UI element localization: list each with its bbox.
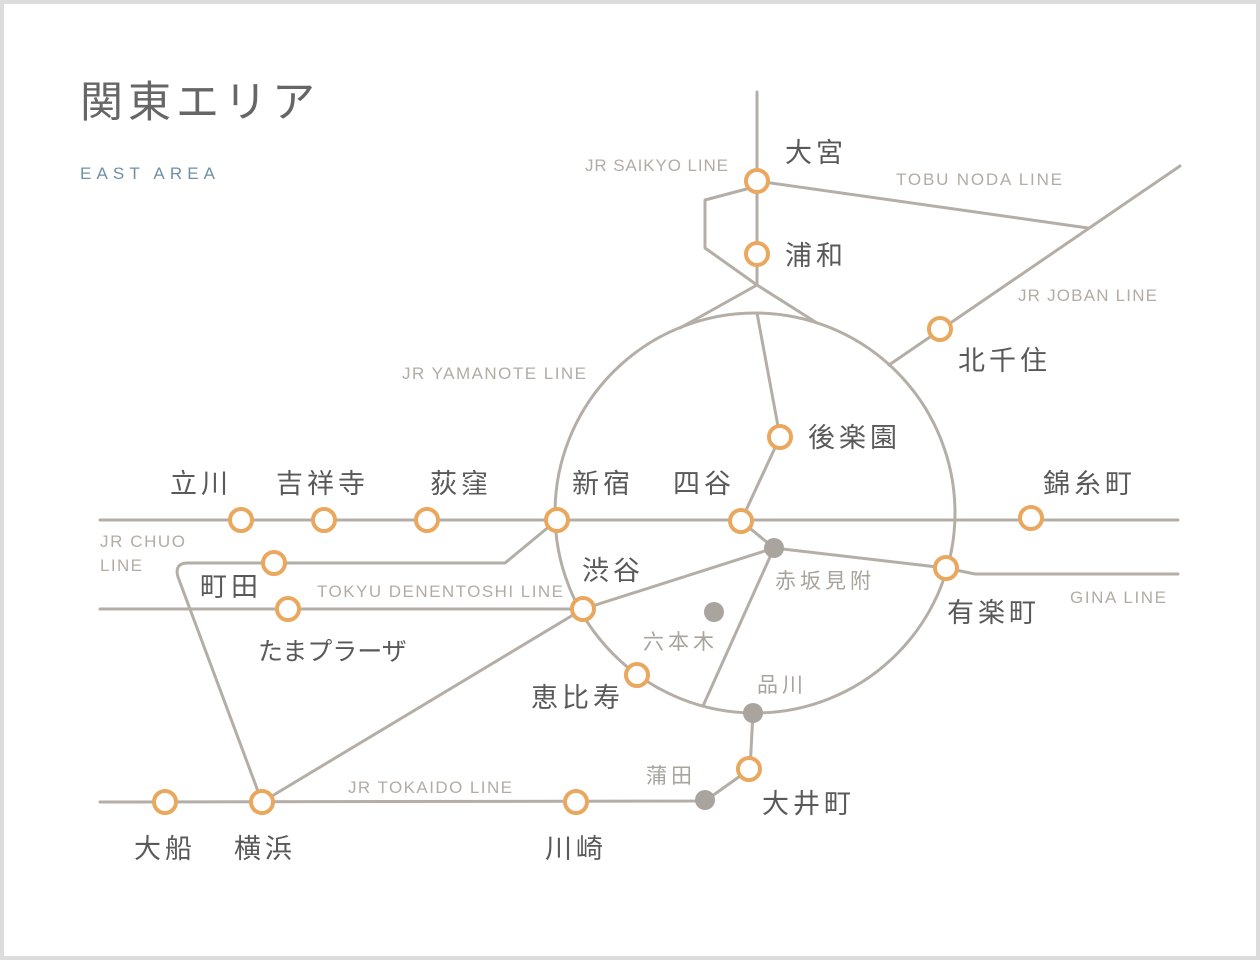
station-markers bbox=[152, 168, 1044, 815]
station-marker-tachikawa bbox=[228, 507, 254, 533]
station-label-oimachi: 大井町 bbox=[762, 789, 855, 820]
line-label-jr-yamanote: JR YAMANOTE LINE bbox=[402, 364, 586, 383]
station-label-kamata: 蒲田 bbox=[646, 764, 696, 788]
page-title: 関東エリア bbox=[80, 78, 320, 128]
station-label-yotsuya: 四谷 bbox=[673, 469, 735, 500]
akasaka-south-track bbox=[701, 546, 776, 708]
line-label-tobu-noda: TOBU NODA LINE bbox=[896, 170, 1062, 189]
station-marker-ogikubo bbox=[414, 507, 440, 533]
station-label-kinshicho: 錦糸町 bbox=[1043, 469, 1136, 500]
station-label-kawasaki: 川崎 bbox=[545, 834, 607, 865]
station-label-ogikubo: 荻窪 bbox=[430, 469, 492, 500]
station-marker-yotsuya bbox=[728, 508, 754, 534]
station-label-yurakucho: 有楽町 bbox=[947, 598, 1040, 629]
saikyo-junction-right-track bbox=[755, 283, 819, 325]
station-label-shinjuku: 新宿 bbox=[572, 469, 634, 500]
station-label-kichijoji: 吉祥寺 bbox=[276, 469, 369, 500]
station-marker-yokohama bbox=[249, 789, 275, 815]
line-label-jr-tokaido: JR TOKAIDO LINE bbox=[348, 778, 512, 797]
station-marker-ofuna bbox=[152, 789, 178, 815]
jr-yamanote-line-track bbox=[553, 311, 957, 715]
station-marker-kichijoji bbox=[311, 507, 337, 533]
jr-saikyo-line-branch-track bbox=[703, 185, 759, 287]
line-labels: JR SAIKYO LINE TOBU NODA LINE JR JOBAN L… bbox=[100, 156, 1166, 797]
minor-station-labels: 赤坂見附 六本木 品川 蒲田 bbox=[643, 569, 875, 788]
station-label-roppongi: 六本木 bbox=[643, 630, 718, 654]
machida-line-track bbox=[175, 518, 559, 804]
line-label-tokyu-denentoshi: TOKYU DENENTOSHI LINE bbox=[317, 582, 563, 601]
station-label-ebisu: 恵比寿 bbox=[531, 683, 624, 714]
tracks bbox=[98, 90, 1182, 804]
station-marker-kitasenju bbox=[927, 316, 953, 342]
station-label-machida: 町田 bbox=[200, 572, 262, 603]
station-marker-roppongi bbox=[704, 602, 724, 622]
station-marker-urawa bbox=[744, 241, 770, 267]
minor-station-markers bbox=[695, 538, 784, 810]
station-label-korakuen: 後楽園 bbox=[808, 423, 901, 454]
tobu-noda-line-track bbox=[755, 179, 1090, 230]
line-label-jr-chuo-line2: LINE bbox=[100, 556, 142, 575]
station-marker-kawasaki bbox=[563, 789, 589, 815]
station-label-yokohama: 横浜 bbox=[234, 834, 296, 865]
line-label-gina: GINA LINE bbox=[1070, 588, 1166, 607]
station-marker-akasakamitsuke bbox=[764, 538, 784, 558]
station-label-omiya: 大宮 bbox=[785, 138, 847, 169]
station-marker-omiya bbox=[744, 168, 770, 194]
station-marker-yurakucho bbox=[933, 555, 959, 581]
shibuya-yokohama-track bbox=[260, 607, 585, 804]
station-marker-machida bbox=[261, 550, 287, 576]
line-label-jr-chuo-line1: JR CHUO bbox=[100, 532, 185, 551]
station-marker-kamata bbox=[695, 790, 715, 810]
korakuen-line-track bbox=[739, 311, 782, 523]
saikyo-junction-left-track bbox=[678, 283, 759, 330]
station-marker-korakuen bbox=[767, 424, 793, 450]
station-marker-tamaplaza bbox=[275, 596, 301, 622]
station-marker-kinshicho bbox=[1018, 505, 1044, 531]
station-label-shinagawa: 品川 bbox=[757, 673, 807, 697]
jr-tokaido-line-track bbox=[98, 711, 755, 804]
station-label-tachikawa: 立川 bbox=[170, 469, 232, 500]
line-label-jr-joban: JR JOBAN LINE bbox=[1018, 286, 1157, 305]
station-label-kitasenju: 北千住 bbox=[958, 346, 1051, 377]
station-label-shibuya: 渋谷 bbox=[582, 556, 644, 587]
station-label-tamaplaza: たまプラーザ bbox=[258, 637, 407, 666]
page-subtitle: EAST AREA bbox=[80, 164, 216, 183]
station-marker-shinjuku bbox=[544, 507, 570, 533]
station-marker-oimachi bbox=[736, 756, 762, 782]
station-marker-shinagawa bbox=[743, 703, 763, 723]
station-label-urawa: 浦和 bbox=[785, 241, 847, 272]
station-label-akasakamitsuke: 赤坂見附 bbox=[775, 569, 875, 593]
station-marker-ebisu bbox=[624, 662, 650, 688]
station-label-ofuna: 大船 bbox=[134, 834, 196, 865]
station-labels: 大宮 浦和 北千住 後楽園 立川 吉祥寺 荻窪 新宿 四谷 錦糸町 町田 たまプ… bbox=[134, 138, 1136, 865]
line-label-jr-saikyo: JR SAIKYO LINE bbox=[585, 156, 728, 175]
station-marker-shibuya bbox=[570, 596, 596, 622]
